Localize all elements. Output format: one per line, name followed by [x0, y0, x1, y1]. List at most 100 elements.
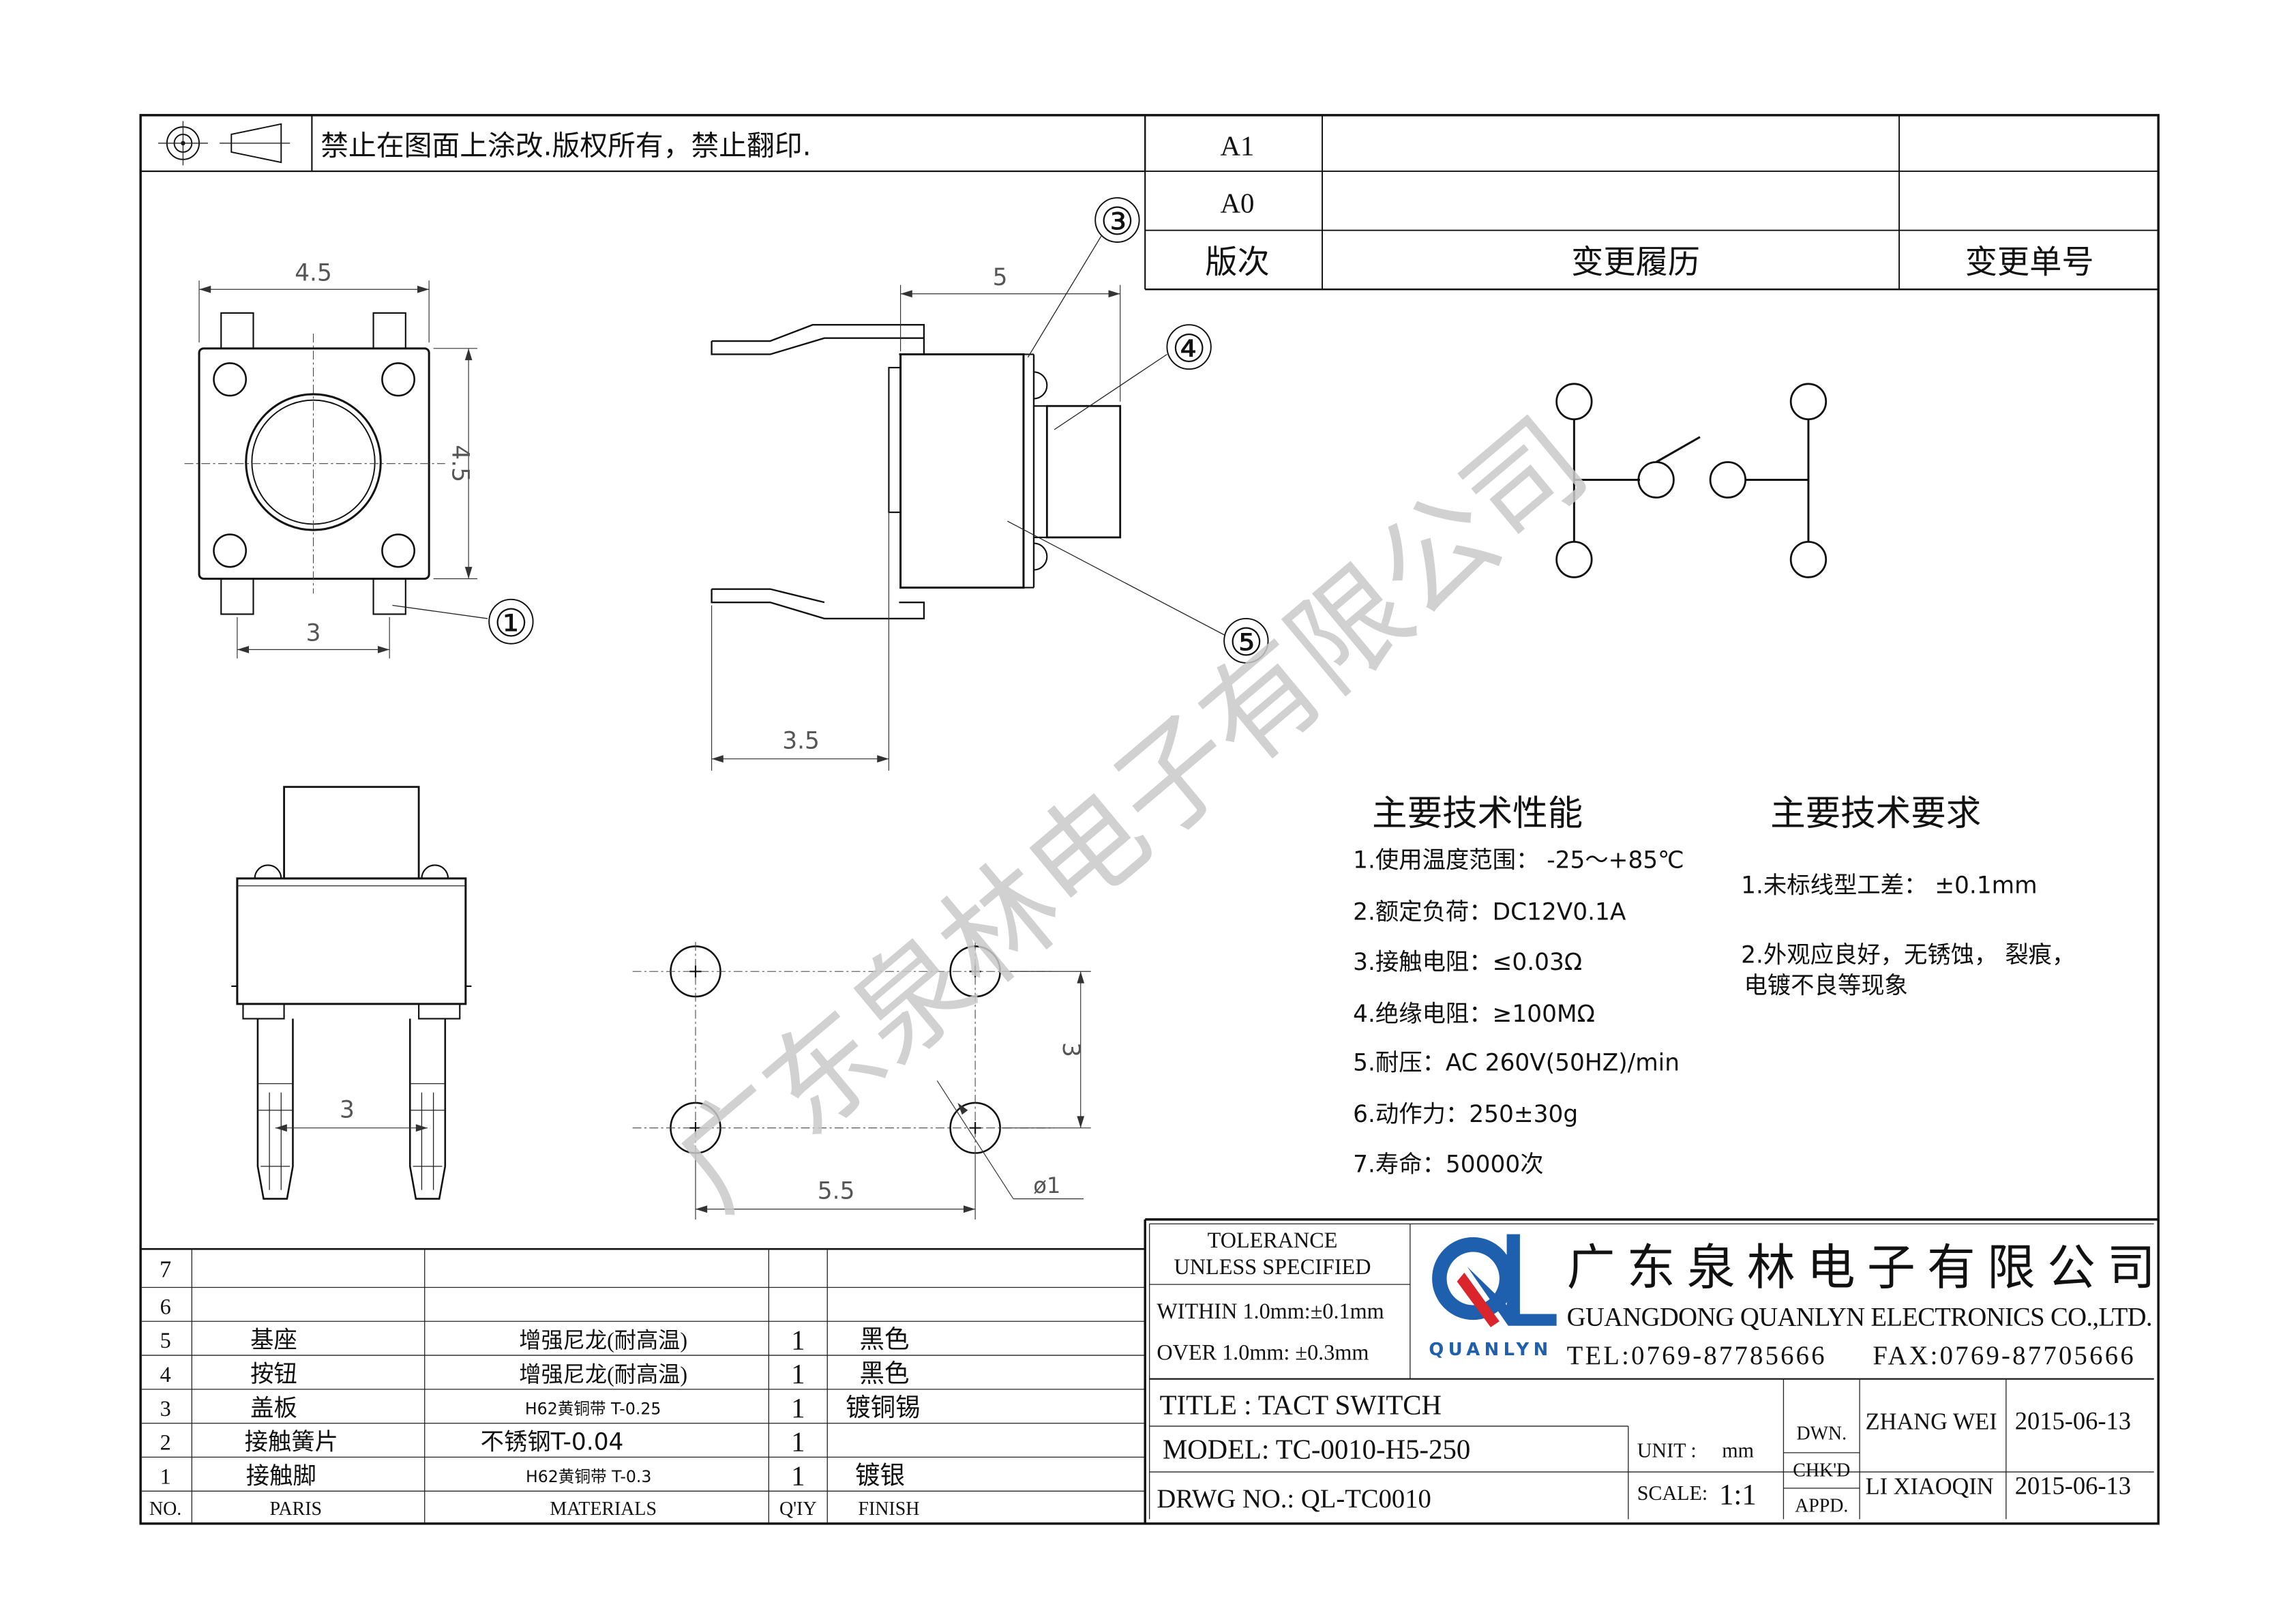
bom-header-parts: PARIS: [269, 1498, 322, 1520]
scale-label: SCALE:: [1637, 1481, 1708, 1505]
bom-finish-3: 镀铜锡: [846, 1393, 920, 1421]
switch-schematic: [1555, 383, 1828, 578]
logo-text: QUANLYN: [1429, 1340, 1552, 1360]
checked-by: LI XIAOQIN: [1866, 1473, 1994, 1499]
title-block: TOLERANCE UNLESS SPECIFIED WITHIN 1.0mm:…: [1144, 1218, 2159, 1524]
company-fax: FAX:0769-87705666: [1873, 1341, 2133, 1370]
bom-qty-1: 1: [791, 1460, 805, 1491]
pcb-layout: 3 5.5 ø1: [632, 941, 1091, 1220]
unit-value: mm: [1722, 1438, 1754, 1462]
quanlyn-logo-icon: [1432, 1234, 1557, 1327]
front-view: 3: [231, 786, 472, 1200]
tolerance-within: WITHIN 1.0mm:±0.1mm: [1157, 1299, 1384, 1323]
callout-5: ⑤: [1229, 621, 1263, 665]
revision-col-history: 变更履历: [1571, 245, 1700, 280]
bom-qty-2: 1: [791, 1426, 805, 1458]
dim-pcb-x: 5.5: [818, 1177, 855, 1205]
scale-value: 1:1: [1719, 1479, 1757, 1511]
bom-qty-4: 1: [791, 1358, 805, 1389]
drawing-border: [139, 114, 2160, 1525]
dim-pcb-y: 3: [1057, 1042, 1084, 1057]
dim-top-pin-pitch: 3: [306, 619, 321, 647]
top-view: 4.5 4.5 3 ①: [184, 259, 534, 659]
bom-header-no: NO.: [149, 1498, 181, 1520]
bom-no-7: 7: [160, 1256, 171, 1282]
dwn-label: DWN.: [1796, 1423, 1847, 1444]
bom-table: 7 6 5 基座 增强尼龙(耐高温) 1 黑色 4 按钮 增强尼龙(耐高温) 1…: [140, 1247, 1146, 1524]
requirements-title: 主要技术要求: [1770, 793, 1981, 834]
header-notice-area: 禁止在图面上涂改.版权所有，禁止翻印.: [140, 114, 1146, 173]
callout-3: ③: [1100, 200, 1134, 244]
drawing-number: DRWG NO.: QL-TC0010: [1157, 1484, 1431, 1514]
bom-no-5: 5: [160, 1328, 171, 1353]
bom-no-3: 3: [160, 1396, 171, 1421]
callout-4: ④: [1172, 327, 1206, 371]
revision-row-a0: A0: [1221, 188, 1255, 219]
performance-item-6: 6.动作力：250±30g: [1353, 1101, 1578, 1128]
dim-pcb-hole: ø1: [1033, 1172, 1060, 1198]
drawn-by: ZHANG WEI: [1866, 1408, 1997, 1434]
drawing-title: TITLE : TACT SWITCH: [1160, 1389, 1442, 1420]
dim-top-width: 4.5: [295, 259, 332, 286]
appd-label: APPD.: [1795, 1495, 1848, 1516]
requirements-section: 主要技术要求 1.未标线型工差： ±0.1mm 2.外观应良好，无锈蚀， 裂痕，…: [1741, 793, 2075, 1000]
company-name-en: GUANGDONG QUANLYN ELECTRONICS CO.,LTD.: [1567, 1303, 2153, 1332]
bom-finish-1: 镀银: [855, 1461, 905, 1489]
tolerance-title-2: UNLESS SPECIFIED: [1174, 1254, 1371, 1279]
dim-top-height: 4.5: [447, 445, 474, 482]
revision-table: A1 A0 版次 变更履历 变更单号: [1144, 115, 2159, 291]
bom-material-3: H62黄铜带 T-0.25: [525, 1400, 661, 1419]
requirements-item-2b: 电镀不良等现象: [1744, 973, 1907, 1000]
bom-no-2: 2: [160, 1430, 171, 1454]
callout-1: ①: [494, 602, 528, 646]
bom-part-3: 盖板: [250, 1396, 297, 1421]
bom-no-6: 6: [160, 1294, 171, 1318]
performance-item-2: 2.额定负荷：DC12V0.1A: [1353, 898, 1626, 926]
performance-title: 主要技术性能: [1372, 793, 1583, 834]
requirements-item-1: 1.未标线型工差： ±0.1mm: [1741, 872, 2037, 899]
bom-qty-3: 1: [791, 1392, 805, 1423]
side-view: 5 3.5 ③ ④ ⑤: [711, 197, 1269, 771]
company-name-cn: 广东泉林电子有限公司: [1567, 1242, 2156, 1295]
tolerance-title-1: TOLERANCE: [1208, 1228, 1338, 1252]
bom-material-1: H62黄铜带 T-0.3: [526, 1467, 651, 1486]
bom-material-2: 不锈钢T-0.04: [481, 1428, 624, 1456]
requirements-item-2a: 2.外观应良好，无锈蚀， 裂痕，: [1741, 941, 2075, 969]
bom-material-5: 增强尼龙(耐高温): [519, 1328, 687, 1353]
dim-side-lead: 3.5: [782, 727, 820, 754]
bom-header-qty: Q'IY: [779, 1498, 817, 1520]
bom-finish-5: 黑色: [859, 1325, 909, 1353]
bom-qty-5: 1: [791, 1324, 805, 1355]
performance-item-1: 1.使用温度范围： -25～+85℃: [1353, 847, 1684, 874]
projection-symbol-icon: [158, 121, 290, 166]
revision-col-version: 版次: [1205, 245, 1269, 280]
bom-header-materials: MATERIALS: [550, 1498, 657, 1520]
bom-part-5: 基座: [250, 1327, 297, 1353]
bom-header-finish: FINISH: [858, 1498, 919, 1520]
performance-item-4: 4.绝缘电阻：≥100MΩ: [1353, 1001, 1595, 1028]
bom-no-1: 1: [160, 1464, 171, 1488]
performance-item-7: 7.寿命：50000次: [1353, 1151, 1543, 1179]
bom-part-1: 接触脚: [246, 1463, 316, 1489]
drawing-model: MODEL: TC-0010-H5-250: [1163, 1433, 1470, 1464]
dim-front-pin-pitch: 3: [340, 1096, 355, 1123]
revision-row-a1: A1: [1221, 130, 1255, 161]
performance-section: 主要技术性能 1.使用温度范围： -25～+85℃ 2.额定负荷：DC12V0.…: [1353, 793, 1684, 1179]
bom-no-4: 4: [160, 1362, 171, 1387]
tolerance-over: OVER 1.0mm: ±0.3mm: [1157, 1340, 1369, 1364]
bom-part-4: 按钮: [250, 1361, 297, 1387]
company-tel: TEL:0769-87785666: [1567, 1341, 1825, 1370]
drawn-date: 2015-06-13: [2015, 1406, 2131, 1434]
checked-date: 2015-06-13: [2015, 1471, 2131, 1499]
revision-col-number: 变更单号: [1965, 245, 2094, 280]
dim-side-length: 5: [993, 264, 1008, 291]
header-notice-text: 禁止在图面上涂改.版权所有，禁止翻印.: [320, 129, 811, 162]
performance-item-5: 5.耐压：AC 260V(50HZ)/min: [1353, 1049, 1680, 1076]
chkd-label: CHK'D: [1793, 1460, 1850, 1481]
performance-item-3: 3.接触电阻：≤0.03Ω: [1353, 949, 1582, 976]
bom-part-2: 接触簧片: [245, 1429, 338, 1455]
bom-material-4: 增强尼龙(耐高温): [519, 1362, 687, 1387]
unit-label: UNIT :: [1637, 1438, 1697, 1462]
bom-finish-4: 黑色: [859, 1359, 909, 1387]
